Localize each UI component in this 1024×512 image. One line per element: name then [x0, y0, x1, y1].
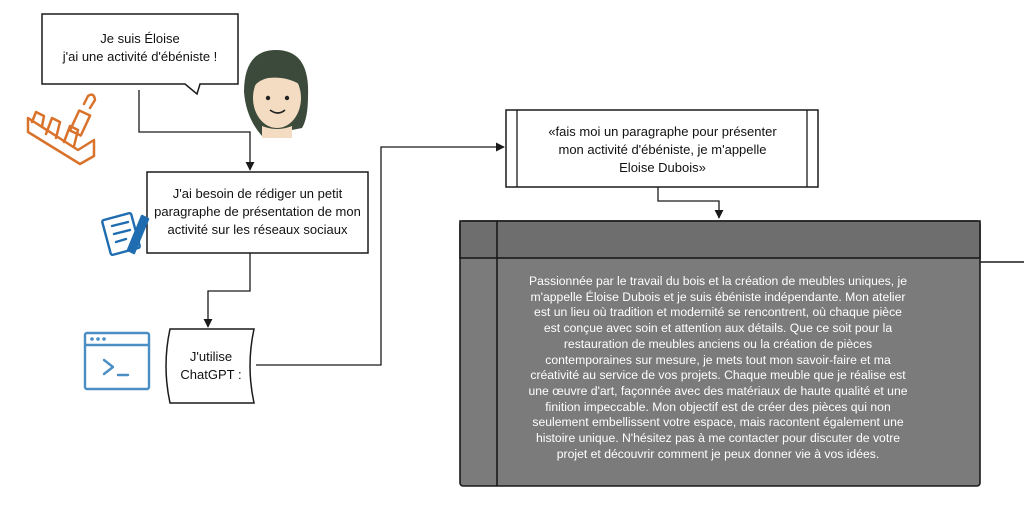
need-line: activité sur les réseaux sociaux: [167, 222, 348, 237]
tool-box: [165, 328, 255, 404]
output-line: finition impeccable. Mon objectif est de…: [545, 399, 891, 414]
output-line: créativité au service de vos projets. Ch…: [530, 368, 906, 383]
woodworking-tools-icon: [26, 93, 97, 166]
output-line: m'appelle Éloise Dubois et je suis ébéni…: [530, 289, 906, 304]
output-line: restauration de meubles anciens ou la cr…: [563, 336, 873, 351]
prompt-box: [505, 109, 819, 188]
need-box-text: J'ai besoin de rédiger un petit paragrap…: [150, 185, 365, 239]
need-box: [146, 171, 369, 254]
prompt-line: mon activité d'ébéniste, je m'appelle: [558, 142, 767, 157]
tool-line: ChatGPT :: [180, 367, 242, 382]
output-line: Passionnée par le travail du bois et la …: [528, 274, 908, 288]
need-line: J'ai besoin de rédiger un petit: [172, 186, 343, 201]
output-line: seulement embellissent votre espace, mai…: [532, 415, 904, 430]
need-line: paragraphe de présentation de mon: [154, 204, 361, 219]
output-box-text: Passionnée par le travail du bois et la …: [502, 274, 934, 462]
output-line: est un lieu où tradition et modernité se…: [534, 305, 902, 320]
output-line: est conçue avec soin et attention aux dé…: [543, 321, 893, 336]
speech-line: Je suis Éloise: [100, 31, 180, 46]
speech-line: j'ai une activité d'ébéniste !: [62, 49, 218, 64]
output-line: une œuvre d'art, façonnée avec des matér…: [528, 383, 908, 398]
tool-box-text: J'utilise ChatGPT :: [168, 348, 254, 384]
output-line: histoire unique. N'hésitez pas à me cont…: [535, 431, 901, 446]
output-box: [459, 220, 1024, 487]
tool-line: J'utilise: [189, 349, 233, 364]
output-line: contemporaines sur mesure, je mets tout …: [545, 352, 891, 367]
connector-prompt-to-output: [657, 187, 724, 219]
prompt-line: Eloise Dubois»: [619, 160, 706, 175]
document-pen-icon: [101, 211, 150, 257]
connector-tool-to-prompt: [256, 142, 505, 366]
prompt-box-text: «fais moi un paragraphe pour présenter m…: [520, 123, 805, 177]
terminal-window-icon: [83, 331, 151, 391]
connector-bubble-to-need: [138, 90, 255, 171]
connector-need-to-tool: [203, 253, 251, 328]
output-line: projet et découvrir comment je peux donn…: [556, 446, 880, 461]
speech-bubble: [41, 13, 239, 96]
speech-bubble-text: Je suis Éloise j'ai une activité d'ébéni…: [52, 30, 228, 66]
prompt-line: «fais moi un paragraphe pour présenter: [548, 124, 777, 139]
woman-avatar-icon: [244, 50, 309, 138]
